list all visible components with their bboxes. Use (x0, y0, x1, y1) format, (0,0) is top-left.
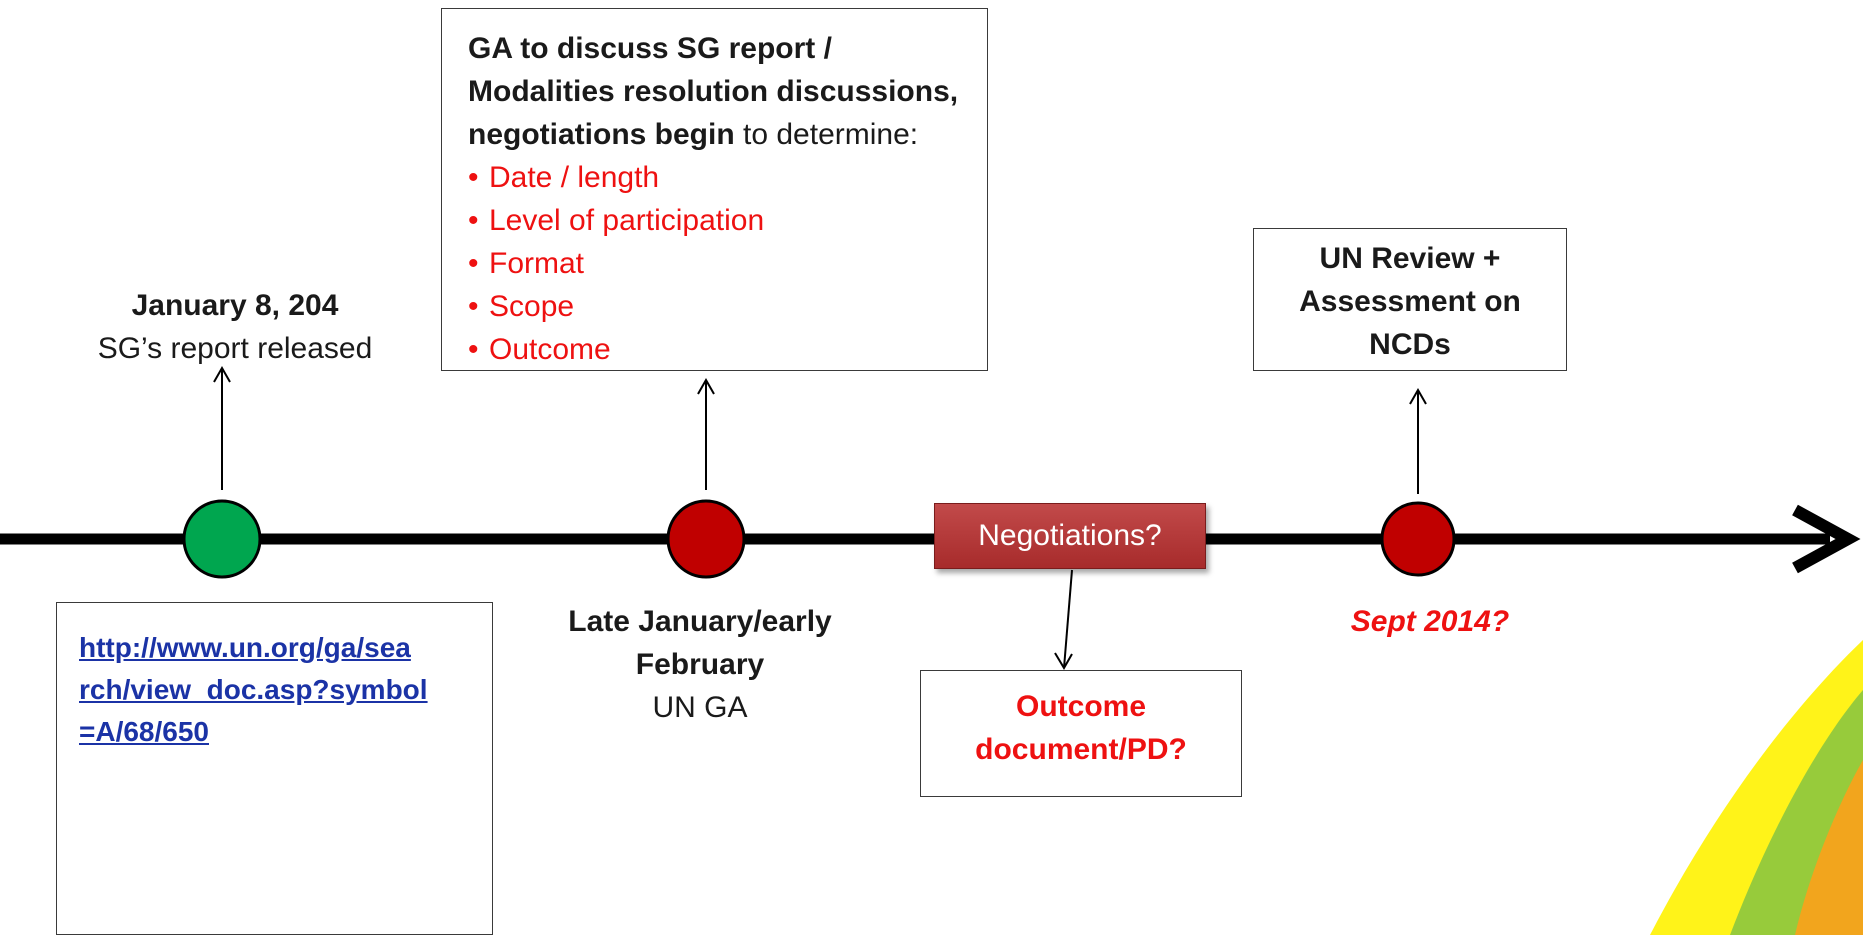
un-review-line1: UN Review + (1319, 242, 1501, 275)
ga-box-line3-rest: to determine: (734, 118, 919, 151)
bullet-outcome: Outcome (468, 328, 987, 371)
bullet-date-length: Date / length (468, 156, 987, 199)
ga-box-line2: Modalities resolution discussions, (468, 75, 959, 108)
outcome-box: Outcome document/PD? (920, 670, 1242, 797)
un-review-box: UN Review + Assessment on NCDs (1253, 228, 1567, 371)
outcome-line1: Outcome (1015, 690, 1147, 723)
un-review-line2: Assessment on (1299, 285, 1521, 318)
un-review-line3: NCDs (1369, 328, 1451, 361)
jan-dot (182, 499, 262, 579)
timeline-arrowhead (1792, 504, 1861, 574)
late-date-line1: Late January/early (568, 605, 832, 638)
bullet-scope: Scope (468, 285, 987, 328)
late-description: UN GA (652, 691, 748, 724)
jan-description: SG’s report released (97, 332, 373, 365)
bullet-level-participation: Level of participation (468, 199, 987, 242)
ga-box-line3-bold: negotiations begin (468, 118, 735, 151)
jan-arrowhead (213, 365, 231, 383)
late-date-line2: February (635, 648, 765, 681)
sept-dot (1380, 501, 1456, 577)
link-box: http://www.un.org/ga/sea rch/view_doc.as… (56, 602, 493, 935)
negotiations-arrowhead (1054, 652, 1073, 670)
report-link-line2: rch/view_doc.asp?symbol (79, 674, 428, 705)
bullet-format: Format (468, 242, 987, 285)
outcome-line2: document/PD? (975, 733, 1187, 766)
sept-arrowhead (1409, 387, 1427, 405)
negotiations-box: Negotiations? (934, 503, 1206, 569)
report-link-line3: =A/68/650 (79, 716, 209, 747)
ga-box-line1: GA to discuss SG report / (468, 32, 832, 65)
jan-event-label: January 8, 204 SG’s report released (80, 284, 390, 370)
sept-date: Sept 2014? (1350, 605, 1510, 638)
late-dot (666, 499, 746, 579)
ga-box-bullets: Date / length Level of participation For… (468, 156, 987, 371)
ga-discussion-box: GA to discuss SG report / Modalities res… (441, 8, 988, 371)
ga-box-line3: negotiations begin to determine: (468, 113, 987, 156)
negotiations-connector (1063, 569, 1073, 669)
report-link[interactable]: http://www.un.org/ga/sea rch/view_doc.as… (79, 632, 428, 747)
corner-swoosh-orange (1795, 760, 1863, 935)
late-arrowhead (697, 377, 715, 395)
late-event-label: Late January/early February UN GA (510, 600, 890, 729)
jan-date: January 8, 204 (131, 289, 339, 322)
report-link-line1: http://www.un.org/ga/sea (79, 632, 411, 663)
